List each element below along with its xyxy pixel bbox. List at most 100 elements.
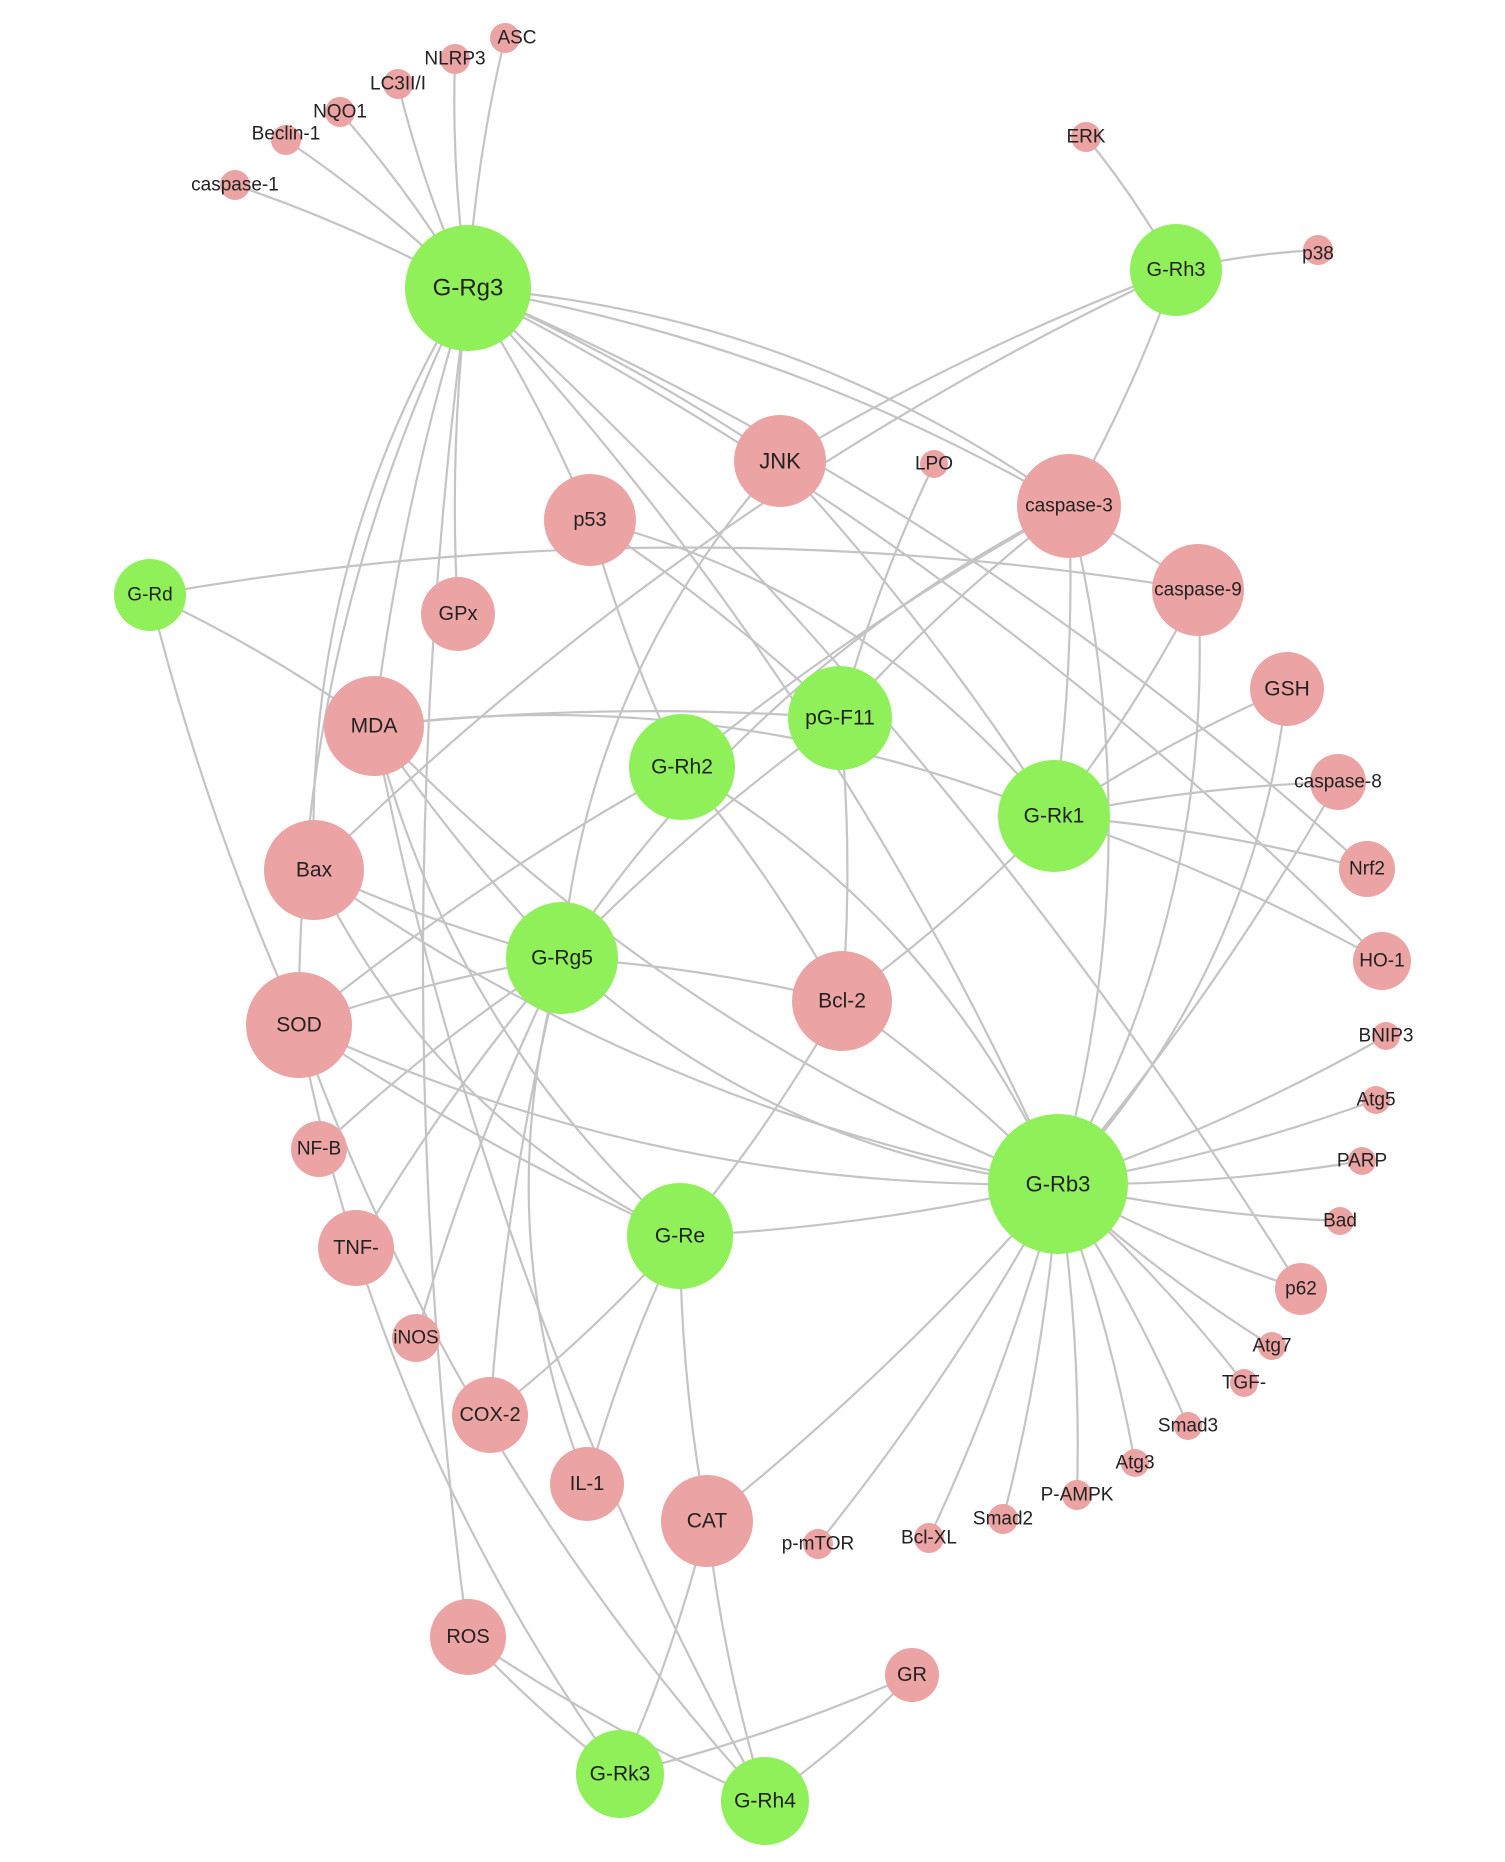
node-pg-f11: pG-F11: [788, 666, 892, 770]
node-p-mtor: p-mTOR: [782, 1529, 854, 1559]
node-label-caspase-3: caspase-3: [1025, 496, 1113, 517]
node-circle-atg7: [1258, 1332, 1286, 1360]
node-circle-gsh: [1250, 652, 1324, 726]
node-circle-smad2: [988, 1504, 1018, 1534]
node-g-rb3: G-Rb3: [988, 1114, 1128, 1254]
node-bax: Bax: [264, 820, 364, 920]
node-atg7: Atg7: [1252, 1332, 1292, 1360]
node-circle-atg5: [1362, 1086, 1390, 1114]
node-ho-1: HO-1: [1353, 932, 1411, 990]
edge-g-rh4-ros: [466, 1635, 767, 1803]
node-p-ampk: P-AMPK: [1041, 1480, 1114, 1510]
node-cat: CAT: [661, 1475, 753, 1567]
node-circle-nf-b: [291, 1121, 347, 1177]
node-atg3: Atg3: [1115, 1449, 1155, 1477]
node-label-atg5: Atg5: [1356, 1090, 1395, 1111]
edge-g-rb3-caspase-9: [1056, 588, 1201, 1186]
node-circle-g-rh4: [721, 1757, 809, 1845]
node-label-lpo: LPO: [915, 454, 953, 475]
edge-g-rk1-p53: [588, 518, 1056, 818]
node-label-bax: Bax: [296, 859, 333, 882]
edge-g-rg3-caspase-3: [466, 286, 1071, 508]
node-label-tnf: TNF-: [333, 1237, 379, 1259]
edge-g-rh4-mda: [372, 724, 767, 1803]
node-caspase-8: caspase-8: [1294, 754, 1382, 810]
node-nqo1: NQO1: [313, 97, 367, 127]
node-label-nlrp3: NLRP3: [424, 49, 485, 70]
node-g-rg5: G-Rg5: [506, 902, 618, 1014]
node-circle-ros: [430, 1599, 506, 1675]
node-label-p-ampk: P-AMPK: [1041, 1485, 1114, 1506]
node-bad: Bad: [1323, 1207, 1357, 1235]
node-circle-g-rg3: [405, 225, 531, 351]
node-circle-cat: [661, 1475, 753, 1567]
node-circle-asc: [490, 23, 520, 53]
node-label-bad: Bad: [1323, 1211, 1357, 1232]
node-gsh: GSH: [1250, 652, 1324, 726]
node-atg5: Atg5: [1356, 1086, 1396, 1114]
node-p53: p53: [544, 474, 636, 566]
node-label-p53: p53: [573, 509, 606, 531]
node-circle-p-mtor: [803, 1529, 833, 1559]
edge-g-rd-caspase-9: [148, 546, 1200, 597]
node-p38: p38: [1302, 235, 1334, 265]
node-p62: p62: [1275, 1263, 1327, 1315]
node-label-ho-1: HO-1: [1359, 951, 1404, 972]
edge-g-rd-sod: [148, 593, 301, 1027]
node-asc: ASC: [490, 23, 537, 53]
node-smad3: Smad3: [1158, 1412, 1218, 1440]
node-label-gr: GR: [897, 1664, 927, 1686]
node-bnip3: BNIP3: [1359, 1022, 1414, 1050]
edge-g-rh2-g-rb3: [680, 765, 1060, 1186]
node-mda: MDA: [324, 676, 424, 776]
node-label-il-1: IL-1: [570, 1473, 604, 1495]
node-circle-bcl-2: [792, 951, 892, 1051]
edge-g-rg5-g-rb3: [560, 956, 1060, 1186]
node-label-pg-f11: pG-F11: [805, 707, 875, 730]
node-tgf: TGF-: [1222, 1369, 1266, 1397]
node-circle-p-ampk: [1062, 1480, 1092, 1510]
node-circle-tgf: [1230, 1369, 1258, 1397]
node-label-g-rh3: G-Rh3: [1147, 259, 1206, 281]
node-label-p62: p62: [1285, 1279, 1317, 1300]
node-smad2: Smad2: [973, 1504, 1033, 1534]
node-g-rh4: G-Rh4: [721, 1757, 809, 1845]
edge-g-rg5-inos: [414, 956, 564, 1340]
node-circle-il-1: [550, 1447, 624, 1521]
node-label-cox-2: COX-2: [459, 1404, 520, 1426]
edge-g-rk1-mda: [372, 713, 1056, 818]
node-label-caspase-9: caspase-9: [1154, 580, 1242, 601]
node-g-rk3: G-Rk3: [576, 1730, 664, 1818]
edge-g-rb3-gsh: [1056, 687, 1289, 1186]
node-circle-lpo: [920, 450, 948, 478]
node-circle-g-rk1: [998, 760, 1110, 872]
node-label-g-rk1: G-Rk1: [1024, 805, 1085, 828]
node-label-nrf2: Nrf2: [1349, 859, 1385, 880]
node-circle-gpx: [421, 577, 495, 651]
node-label-smad2: Smad2: [973, 1509, 1033, 1530]
node-label-p-mtor: p-mTOR: [782, 1534, 854, 1555]
node-label-bnip3: BNIP3: [1359, 1026, 1414, 1047]
edge-g-rh3-bax: [312, 268, 1178, 872]
node-circle-parp: [1348, 1147, 1376, 1175]
node-circle-g-re: [627, 1183, 733, 1289]
node-label-erk: ERK: [1066, 127, 1105, 148]
node-lpo: LPO: [915, 450, 953, 478]
node-caspase-9: caspase-9: [1152, 544, 1244, 636]
node-nf-b: NF-B: [291, 1121, 347, 1177]
node-bcl-xl: Bcl-XL: [901, 1523, 957, 1553]
node-inos: iNOS: [392, 1314, 440, 1362]
edge-g-rh4-sod: [297, 1023, 767, 1803]
node-circle-cox-2: [452, 1377, 528, 1453]
node-circle-bnip3: [1372, 1022, 1400, 1050]
edge-g-rg3-ros: [421, 286, 470, 1639]
node-label-lc3ii-i: LC3II/I: [370, 74, 426, 95]
node-label-sod: SOD: [276, 1014, 322, 1037]
node-il-1: IL-1: [550, 1447, 624, 1521]
node-circle-atg3: [1121, 1449, 1149, 1477]
node-label-nf-b: NF-B: [297, 1139, 341, 1160]
node-circle-caspase-3: [1017, 454, 1121, 558]
node-label-gpx: GPx: [439, 603, 478, 625]
